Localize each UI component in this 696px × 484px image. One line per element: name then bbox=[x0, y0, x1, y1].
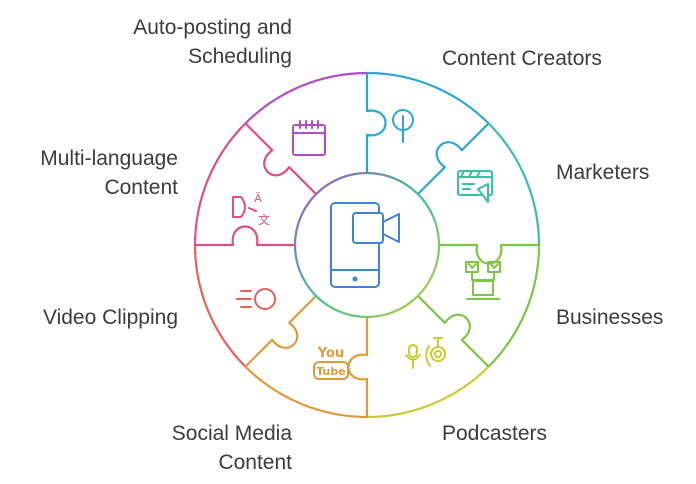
puzzle-separator-0 bbox=[365, 73, 387, 173]
label-video-clipping: Video Clipping bbox=[42, 306, 178, 329]
youtube-logo-text-bottom: Tube bbox=[316, 365, 345, 378]
clip-lines-icon bbox=[236, 288, 276, 310]
label-auto-posting: Auto-posting and Scheduling bbox=[133, 16, 292, 68]
mobile-video-call-icon bbox=[330, 202, 400, 288]
label-content-creators: Content Creators bbox=[442, 47, 602, 70]
translate-icon: Ã 文 bbox=[232, 192, 270, 227]
calendar-icon bbox=[292, 120, 326, 156]
wedge-arc-video-clipping bbox=[193, 244, 247, 368]
puzzle-separator-5 bbox=[244, 295, 317, 368]
video-player-icon bbox=[457, 170, 493, 203]
wedge-arc-businesses bbox=[487, 244, 541, 368]
label-multi-language-content: Multi-language Content bbox=[40, 147, 178, 199]
puzzle-separator-4 bbox=[347, 317, 369, 417]
wedge-arc-auto-posting bbox=[244, 71, 368, 125]
label-businesses: Businesses bbox=[556, 306, 664, 329]
microphone-icon bbox=[405, 337, 446, 369]
youtube-logo-text-top: You bbox=[317, 346, 344, 361]
network-computer-icon bbox=[465, 261, 501, 300]
puzzle-separator-2 bbox=[439, 243, 539, 265]
label-marketers: Marketers bbox=[556, 161, 650, 184]
puzzle-separator-3 bbox=[417, 295, 490, 368]
wedge-arc-multi-language-content bbox=[193, 122, 247, 246]
wedge-arc-marketers bbox=[487, 122, 541, 246]
center-circle bbox=[293, 171, 441, 319]
puzzle-separator-6 bbox=[195, 225, 295, 247]
puzzle-separator-7 bbox=[244, 122, 317, 195]
svg-text:文: 文 bbox=[258, 212, 270, 227]
wedge-arc-podcasters bbox=[366, 365, 490, 419]
puzzle-separator-1 bbox=[417, 122, 490, 195]
location-pin-icon bbox=[392, 109, 414, 143]
wedge-arc-social-media-content bbox=[244, 365, 368, 419]
wedge-arc-content-creators bbox=[366, 71, 490, 125]
svg-text:Ã: Ã bbox=[254, 192, 262, 205]
label-podcasters: Podcasters bbox=[442, 422, 548, 445]
label-social-media-content: Social Media Content bbox=[171, 422, 292, 474]
youtube-logo-icon: You Tube bbox=[313, 346, 349, 380]
